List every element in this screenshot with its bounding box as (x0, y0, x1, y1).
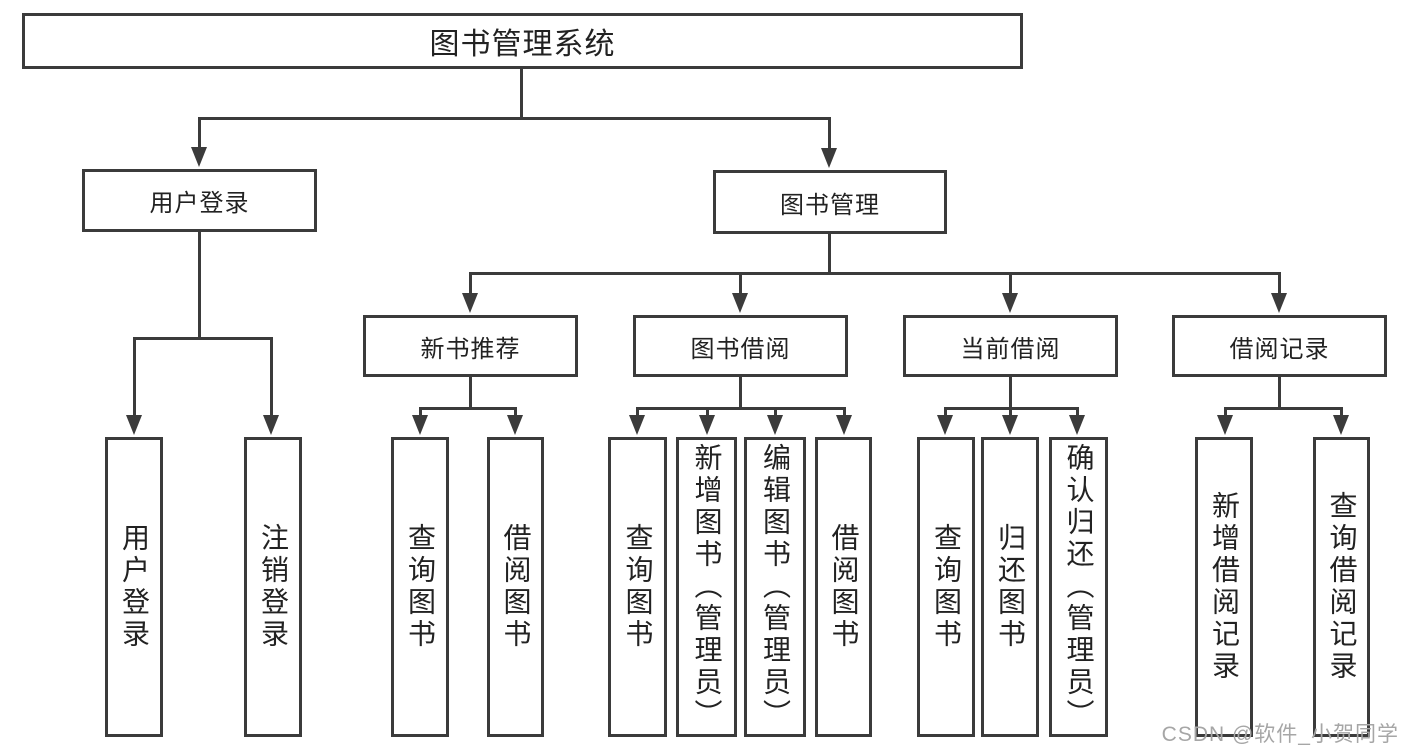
connector-l2-branch (198, 117, 831, 120)
node-label: 查询图书 (622, 523, 654, 651)
connector-branch (636, 407, 845, 410)
node-label: 新书推荐 (420, 335, 521, 363)
connector-branch (419, 407, 517, 410)
watermark: CSDN @软件_小贺同学 (1161, 723, 1399, 746)
arrow-down-icon (126, 415, 142, 435)
arrow-down-icon (1271, 293, 1287, 313)
connector-drop (1076, 407, 1079, 416)
connector-drop (706, 407, 709, 416)
arrow-down-icon (1069, 415, 1085, 435)
node-nb-query-books: 查询图书 (391, 437, 449, 737)
node-label: 借阅图书 (828, 523, 860, 651)
node-label: 查询图书 (405, 523, 436, 651)
connector-user-login-branch (133, 337, 273, 340)
node-bb-edit-books-admin: 编辑图书（管理员） (744, 437, 806, 737)
node-label: 归还图书 (995, 523, 1026, 651)
arrow-down-icon (507, 415, 523, 435)
node-logout-action: 注销登录 (244, 437, 302, 737)
node-label: 图书管理系统 (429, 28, 616, 61)
node-label: 查询图书 (931, 523, 962, 651)
node-user-login-action: 用户登录 (105, 437, 163, 737)
connector-drop (198, 117, 201, 149)
connector-branch (1224, 407, 1343, 410)
arrow-down-icon (821, 148, 837, 168)
connector-user-login-stem (198, 232, 201, 339)
node-label: 借阅记录 (1229, 335, 1330, 363)
arrow-down-icon (836, 415, 852, 435)
connector-stem (469, 377, 472, 409)
node-borrow-records: 借阅记录 (1172, 315, 1387, 377)
arrow-down-icon (1217, 415, 1233, 435)
node-cb-confirm-return-admin: 确认归还（管理员） (1049, 437, 1108, 737)
node-current-borrow: 当前借阅 (903, 315, 1118, 377)
connector-drop (828, 117, 831, 150)
connector-root-stem (520, 69, 523, 119)
arrow-down-icon (1002, 415, 1018, 435)
arrow-down-icon (1002, 293, 1018, 313)
arrow-down-icon (462, 293, 478, 313)
connector-drop (843, 407, 846, 416)
node-br-add-record: 新增借阅记录 (1195, 437, 1253, 737)
node-label: 当前借阅 (960, 335, 1061, 363)
connector-l3-branch (469, 272, 1281, 275)
connector-drop (1278, 272, 1281, 295)
node-cb-query-books: 查询图书 (917, 437, 975, 737)
arrow-down-icon (732, 293, 748, 313)
connector-book-mgmt-stem (828, 234, 831, 274)
connector-drop (1340, 407, 1343, 416)
connector-drop (419, 407, 422, 416)
node-library-system: 图书管理系统 (22, 13, 1023, 69)
arrow-down-icon (629, 415, 645, 435)
arrow-down-icon (1333, 415, 1349, 435)
node-br-query-record: 查询借阅记录 (1313, 437, 1370, 737)
connector-drop (944, 407, 947, 416)
node-label: 注销登录 (258, 523, 289, 651)
node-label: 图书借阅 (690, 335, 791, 363)
connector-stem (1278, 377, 1281, 409)
node-label: 确认归还（管理员） (1063, 443, 1095, 731)
node-cb-return-books: 归还图书 (981, 437, 1039, 737)
connector-drop (133, 337, 136, 417)
node-bb-query-books: 查询图书 (608, 437, 667, 737)
node-user-login: 用户登录 (82, 169, 317, 232)
arrow-down-icon (767, 415, 783, 435)
node-label: 编辑图书（管理员） (760, 443, 791, 731)
arrow-down-icon (937, 415, 953, 435)
node-bb-add-books-admin: 新增图书（管理员） (676, 437, 737, 737)
connector-drop (469, 272, 472, 295)
node-book-borrow: 图书借阅 (633, 315, 848, 377)
connector-drop (514, 407, 517, 416)
connector-drop (739, 272, 742, 295)
node-label: 新增借阅记录 (1209, 491, 1240, 683)
connector-drop (774, 407, 777, 416)
node-label: 借阅图书 (500, 523, 532, 651)
node-nb-borrow-books: 借阅图书 (487, 437, 544, 737)
node-book-management: 图书管理 (713, 170, 947, 234)
node-bb-borrow-books: 借阅图书 (815, 437, 872, 737)
arrow-down-icon (263, 415, 279, 435)
connector-drop (636, 407, 639, 416)
node-label: 新增图书（管理员） (691, 443, 723, 731)
connector-stem (1009, 377, 1012, 409)
node-label: 用户登录 (119, 523, 150, 651)
connector-drop (1009, 407, 1012, 416)
node-label: 查询借阅记录 (1326, 491, 1358, 683)
arrow-down-icon (699, 415, 715, 435)
arrow-down-icon (412, 415, 428, 435)
connector-stem (739, 377, 742, 409)
node-label: 图书管理 (780, 191, 880, 219)
connector-drop (1224, 407, 1227, 416)
connector-drop (270, 337, 273, 417)
node-label: 用户登录 (149, 190, 250, 217)
connector-drop (1009, 272, 1012, 295)
node-new-book-recommend: 新书推荐 (363, 315, 578, 377)
arrow-down-icon (191, 147, 207, 167)
